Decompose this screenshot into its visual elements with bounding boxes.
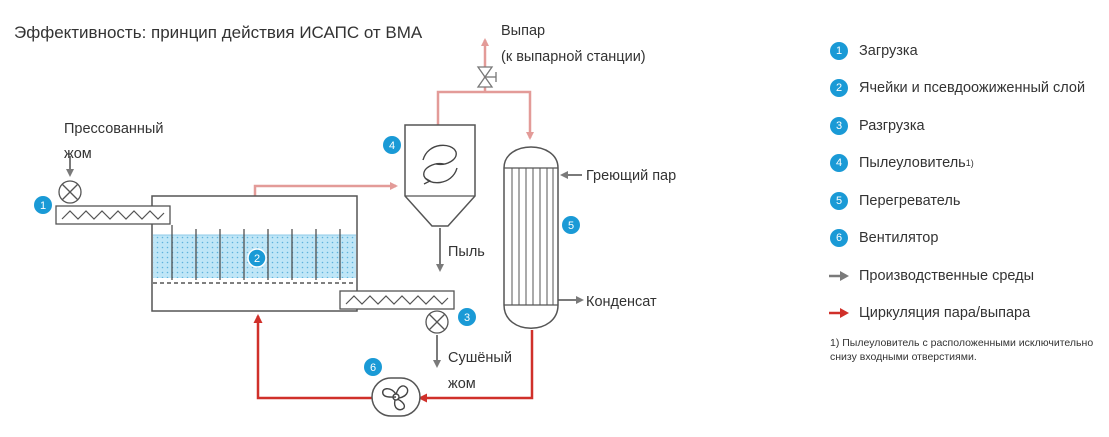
dust-label: Пыль	[448, 244, 485, 260]
fan-icon	[382, 385, 409, 411]
circulation-to-fan	[418, 330, 534, 403]
legend-label: Загрузка	[859, 42, 918, 59]
legend-badge-5: 5	[830, 191, 848, 210]
legend-label: Пылеуловитель	[859, 155, 966, 172]
cell-walls	[171, 225, 341, 280]
vapor-to-dust-collector	[253, 182, 398, 198]
marker-badge-5: 5	[562, 216, 580, 234]
vapor-destination-label: (к выпарной станции)	[501, 49, 646, 65]
page-title: Эффективность: принцип действия ИСАПС от…	[14, 23, 423, 42]
marker-badge-1: 1	[34, 196, 52, 214]
swirl-icon	[422, 144, 458, 185]
legend-label: Ячейки и псевдоожиженный слой	[859, 80, 1086, 97]
legend-label: Циркуляция пара/выпара	[859, 305, 1031, 322]
svg-text:4: 4	[389, 140, 395, 152]
svg-text:1: 1	[40, 200, 46, 212]
legend-item-fan: 6 Вентилятор	[827, 220, 1102, 258]
dried-pulp-label-2: жом	[448, 376, 476, 392]
legend-badge-6: 6	[830, 229, 848, 248]
svg-text:6: 6	[370, 362, 376, 374]
pressed-pulp-label: Прессованный	[64, 121, 163, 137]
svg-text:3: 3	[464, 312, 470, 324]
media-lines	[66, 156, 584, 368]
legend-label: Вентилятор	[859, 230, 939, 247]
footnote: 1) Пылеуловитель с расположенными исключ…	[830, 337, 1094, 363]
legend-item-steam-circulation: Циркуляция пара/выпара	[827, 295, 1102, 333]
legend-item-loading: 1 Загрузка	[827, 32, 1102, 70]
legend-label: Перегреватель	[859, 192, 961, 209]
dried-pulp-label: Сушёный	[448, 350, 512, 366]
dust-collector	[404, 124, 476, 227]
vapor-valve-icon	[476, 66, 497, 88]
marker-badge-6: 6	[364, 358, 382, 376]
outlet-rotary-valve-icon	[425, 310, 449, 334]
heating-steam-label: Греющий пар	[586, 168, 676, 184]
condensate-label: Конденсат	[586, 294, 657, 310]
marker-badge-2: 2	[247, 248, 267, 268]
legend-badge-3: 3	[830, 116, 848, 135]
vapor-label: Выпар	[501, 23, 545, 39]
legend-item-unloading: 3 Разгрузка	[827, 107, 1102, 145]
legend-label: Производственные среды	[859, 267, 1035, 284]
red-arrow-icon	[829, 308, 849, 319]
gray-arrow-icon	[829, 270, 849, 281]
superheater	[503, 146, 559, 329]
marker-badges: 1 2 3 4 5 6	[34, 136, 580, 376]
pressed-pulp-label-2: жом	[64, 146, 92, 162]
svg-text:2: 2	[254, 253, 260, 265]
inlet-screw-conveyor	[55, 205, 171, 225]
circulation-to-dryer	[253, 314, 372, 400]
marker-badge-3: 3	[458, 308, 476, 326]
fan	[371, 377, 421, 417]
circulation-lines	[253, 314, 534, 403]
legend-badge-1: 1	[830, 41, 848, 60]
legend-label: Разгрузка	[859, 117, 925, 134]
legend-item-superheater: 5 Перегреватель	[827, 182, 1102, 220]
vapor-lines	[253, 38, 534, 198]
legend-item-cells: 2 Ячейки и псевдоожиженный слой	[827, 70, 1102, 108]
outlet-screw-conveyor	[339, 290, 455, 310]
legend-badge-2: 2	[830, 79, 848, 98]
marker-badge-4: 4	[383, 136, 401, 154]
legend-item-process-media: Производственные среды	[827, 257, 1102, 295]
legend: 1 Загрузка 2 Ячейки и псевдоожиженный сл…	[827, 32, 1102, 332]
inlet-rotary-valve-icon	[58, 180, 82, 204]
legend-badge-4: 4	[830, 154, 848, 173]
heater-tubes	[511, 168, 554, 305]
svg-text:5: 5	[568, 220, 574, 232]
dryer-vessel	[151, 195, 358, 312]
